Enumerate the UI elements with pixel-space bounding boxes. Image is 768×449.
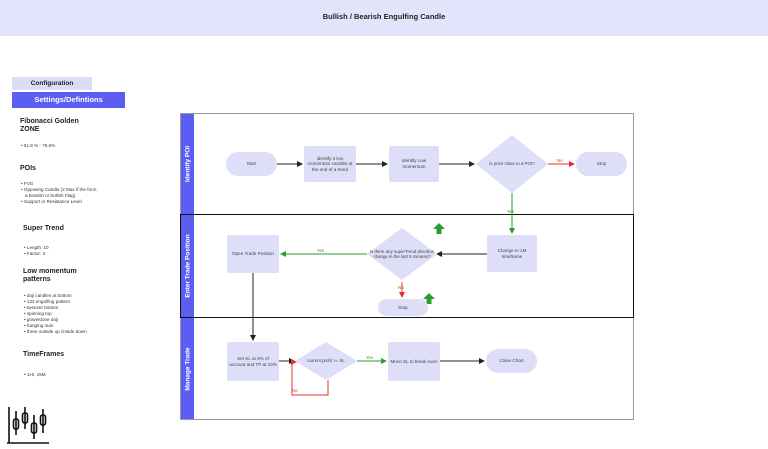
node-start: Start	[226, 152, 277, 176]
lane-header-manage-trade: Manage Trade	[181, 318, 194, 419]
list-item: • Opposing Candle (2 Max if the form	[21, 187, 97, 192]
edge-label-yes: Yes	[317, 248, 325, 253]
lane-header-identify-poi: Identify POI	[181, 114, 194, 214]
candlestick-chart-icon	[7, 407, 49, 444]
list-item: • Length: 10	[24, 245, 49, 250]
node-change-1m: Change to 1M timeframe	[487, 235, 537, 272]
lane-header-enter-trade: Enter Trade Position	[181, 215, 194, 317]
node-open-trade: Open Trade Position	[227, 235, 279, 273]
fib-item: • 61.8 % - 78.6%	[21, 143, 56, 148]
node-move-sl: Move SL to break even	[388, 342, 440, 381]
fib-title: Fibonacci Golden ZONE	[20, 118, 79, 133]
node-stop-mid: Stop	[378, 299, 428, 316]
edge-label-yes: Yes	[366, 355, 374, 360]
up-arrow-icon	[423, 293, 435, 304]
edge-label-no: No	[398, 285, 404, 290]
node-identify-3-low: identify 3 low momentum candles at the e…	[304, 146, 356, 182]
node-close-chart: Close Chart	[486, 349, 537, 373]
decision-current-profit	[295, 342, 357, 380]
list-item: • FVG	[21, 181, 34, 186]
node-identify-low-momentum: Identify Low momentum	[389, 146, 439, 182]
decision-price-close-poi	[476, 135, 548, 193]
list-item: • tweezer bottom	[24, 305, 59, 310]
low-momentum-list: • doji candles at bottom • 123 engulfing…	[24, 293, 87, 335]
list-item: • 123 engulfing pattern	[24, 299, 71, 304]
list-item: • hanging man	[24, 323, 54, 328]
label-current-profit: current profit >= SL	[307, 358, 345, 364]
timeframes-item: • 1Hr, 15M	[24, 372, 46, 377]
edge-label-yes: Yes	[507, 209, 515, 214]
edge-label-no: No	[292, 388, 298, 393]
list-item: • three outside up /inside down	[24, 329, 87, 334]
supertrend-list: • Length: 10 • Factor: 3	[24, 245, 49, 257]
low-momentum-title: Low momentum patterns	[23, 268, 77, 283]
edge-label-no: No	[557, 158, 563, 163]
node-set-sl: Set SL at 5% of account and TP at 10%	[227, 342, 279, 381]
list-item: • spinning top	[24, 311, 52, 316]
list-item: • gravestone doji	[24, 317, 59, 322]
node-stop-top: Stop	[576, 152, 627, 176]
list-item: • Factor: 3	[24, 251, 46, 256]
pois-list: • FVG • Opposing Candle (2 Max if the fo…	[21, 181, 96, 205]
list-item: • Support or Resistance Level	[21, 199, 82, 204]
list-item: a bearish or bullish Flag)	[25, 193, 76, 198]
timeframes-title: TimeFrames	[23, 351, 65, 358]
decision-supertrend-change	[367, 228, 437, 280]
pois-title: POIs	[20, 165, 36, 172]
page-title: Bullish / Bearish Engulfing Candle	[322, 12, 446, 21]
up-arrow-icon	[433, 223, 445, 234]
configuration-button[interactable]: Configuration	[12, 77, 92, 90]
list-item: • doji candles at bottom	[24, 293, 72, 298]
header-bar: Bullish / Bearish Engulfing Candle	[0, 0, 768, 36]
label-supertrend-change: Is there any superTrend direction change…	[369, 248, 435, 259]
settings-definitions-button[interactable]: Settings/Defintions	[12, 92, 125, 108]
edge-profit-loop	[291, 359, 329, 396]
label-price-close-poi: is price close to a POI?	[489, 161, 535, 167]
lane-enter-trade-border	[180, 214, 634, 318]
supertrend-title: Super Trend	[23, 225, 64, 232]
